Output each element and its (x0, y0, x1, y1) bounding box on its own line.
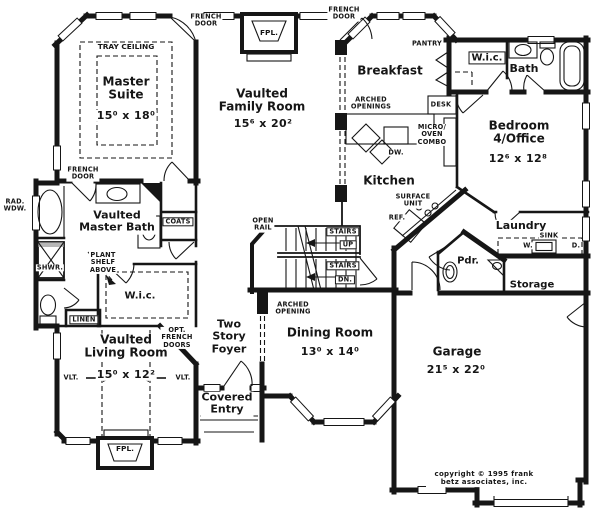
dining-room-dims: 13⁰ x 14⁰ (299, 344, 361, 359)
stairs (250, 201, 361, 294)
tray-ceiling-label: TRAY CEILING (96, 41, 156, 52)
living-room-name: Vaulted Living Room (83, 332, 169, 361)
living-room-dims: 15⁰ x 12² (95, 367, 157, 382)
arched-opening-label: ARCHED OPENING (274, 300, 312, 317)
vlt-right-label: VLT. (174, 373, 192, 382)
family-room-name: Vaulted Family Room (217, 86, 307, 115)
fireplace-family-label: FPL. (259, 27, 279, 38)
fireplace-family (240, 12, 298, 62)
arched-openings-label: ARCHED OPENINGS (349, 95, 393, 112)
sink-label: SINK (538, 231, 560, 240)
powder-name: Pdr. (456, 255, 480, 267)
bath-label: Bath (508, 61, 540, 76)
radius-window-label: RAD. WDW. (2, 197, 28, 214)
laundry-name: Laundry (494, 218, 548, 233)
opt-french-doors-label: OPT. FRENCH DOORS (160, 325, 194, 350)
dn-label: DN. (334, 275, 356, 285)
arch-posts (257, 40, 347, 314)
dishwasher-label: DW. (387, 148, 405, 157)
french-door-ne-label: FRENCH DOOR (327, 5, 361, 22)
storage-name: Storage (508, 279, 556, 291)
bedroom4-name: Bedroom 4/Office (478, 119, 560, 147)
master-suite-name: Master Suite (101, 74, 151, 103)
ref-label: REF. (387, 213, 407, 222)
breakfast-name: Breakfast (356, 63, 424, 78)
fixtures (37, 41, 585, 506)
plant-shelf-arrow (106, 275, 116, 285)
fireplace-living-label: FPL. (115, 443, 135, 454)
kitchen-name: Kitchen (362, 173, 416, 188)
windows (32, 12, 590, 507)
bedroom4-dims: 12⁶ x 12⁸ (487, 151, 549, 166)
dryer-label: D. (570, 241, 582, 250)
pantry-label: PANTRY (410, 39, 444, 48)
shower-label: SHWR. (35, 263, 65, 272)
wic-master-label: W.i.c. (123, 290, 157, 302)
foyer-name: Two Story Foyer (210, 317, 248, 356)
copyright-text: copyright © 1995 frank betz associates, … (426, 470, 542, 487)
desk-label: DESK (429, 100, 453, 109)
master-bath-name: Vaulted Master Bath (78, 208, 156, 235)
wic-upper-label: W.i.c. (468, 51, 506, 65)
covered-entry-name: Covered Entry (200, 390, 254, 417)
stairs-up-label: STAIRS (326, 227, 360, 237)
garage-dims: 21⁵ x 22⁰ (425, 362, 487, 377)
plant-shelf-label: PLANT SHELF ABOVE (88, 250, 118, 275)
garage-name: Garage (431, 344, 483, 359)
french-door-nw-label: FRENCH DOOR (189, 12, 223, 29)
washer-label: W. (522, 241, 534, 250)
surface-unit-label: SURFACE UNIT (394, 192, 432, 209)
up-label: UP (339, 240, 357, 250)
family-room-dims: 15⁶ x 20² (232, 116, 294, 131)
dining-room-name: Dining Room (285, 325, 375, 340)
linen-label: LINEN (69, 315, 99, 325)
micro-oven-label: MICRO/ OVEN COMBO (416, 122, 448, 147)
french-door-master-label: FRENCH DOOR (66, 165, 100, 182)
vlt-left-label: VLT. (62, 373, 80, 382)
open-rail-label: OPEN RAIL (251, 216, 275, 233)
stairs-dn-label: STAIRS (326, 261, 360, 271)
master-suite-dims: 15⁰ x 18⁰ (95, 108, 157, 123)
coats-label: COATS (162, 217, 194, 227)
